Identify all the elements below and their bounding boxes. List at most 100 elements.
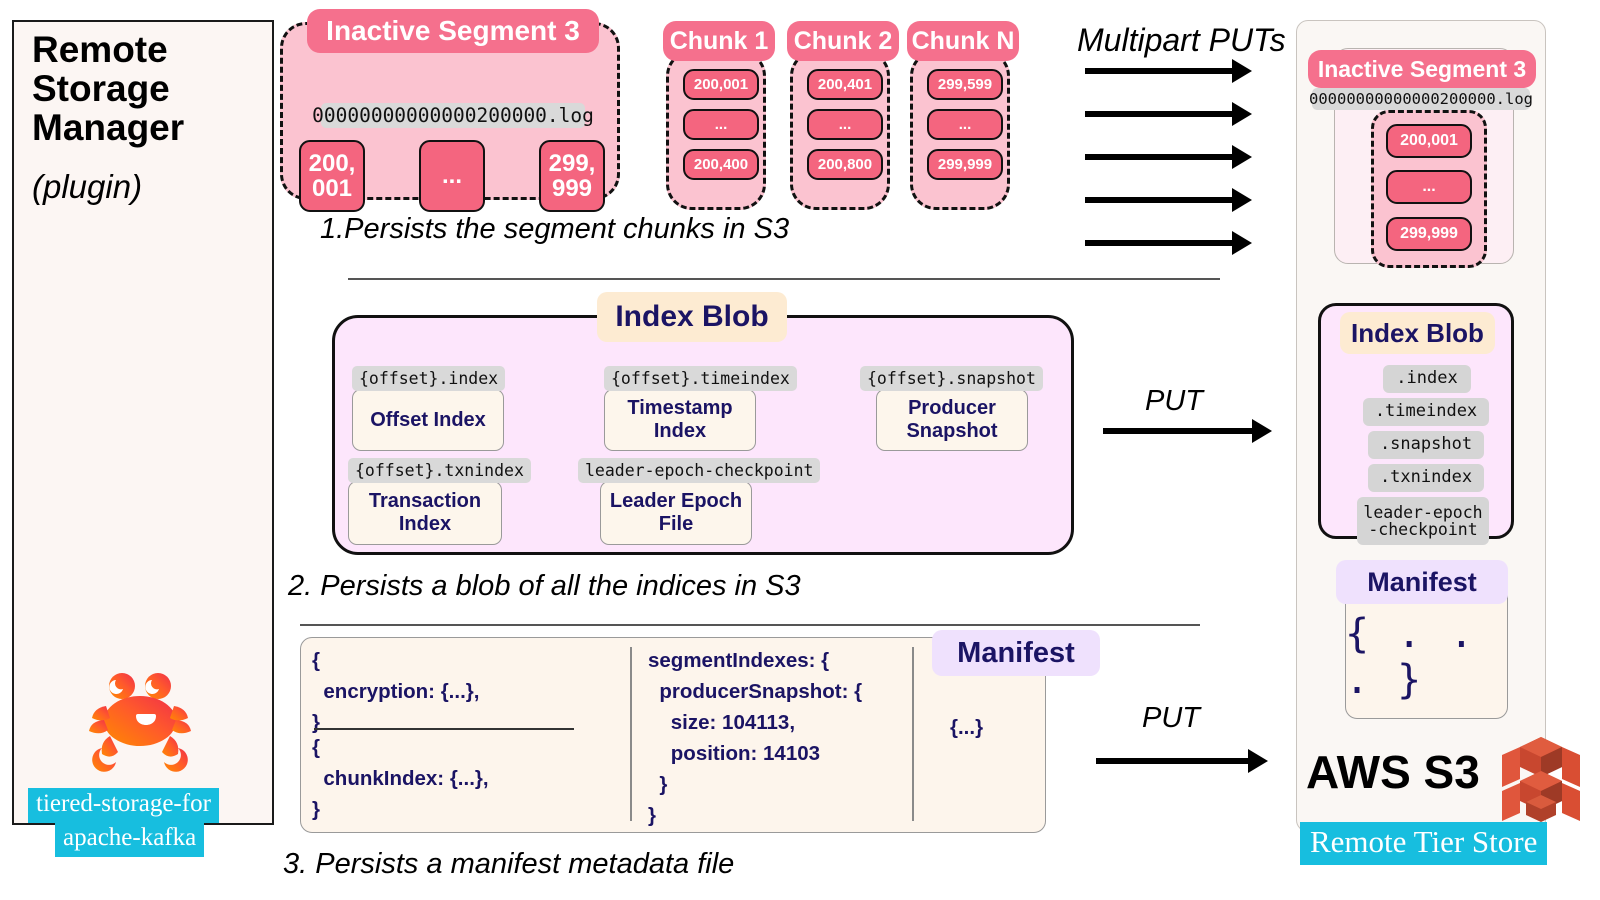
chunk-box-n: Chunk N 299,599 ... 299,999 [907, 21, 1019, 210]
offset-index-card: Offset Index [352, 389, 504, 451]
offset-last-line2: 999 [551, 175, 593, 202]
timestamp-index-label-l1: Timestamp [627, 397, 733, 419]
multipart-arrow-4-line [1085, 197, 1235, 203]
transaction-index-label-l2: Index [398, 513, 452, 535]
chunk-box-1: Chunk 1 200,001 ... 200,400 [663, 21, 775, 210]
aws-s3-label: AWS S3 [1306, 746, 1480, 798]
multipart-arrow-1-head [1232, 59, 1252, 83]
chunk-n-offset-first: 299,599 [927, 69, 1003, 100]
repo-tag-line-2: apache-kafka [55, 822, 205, 857]
segment-filename: 00000000000000200000.log [312, 103, 594, 128]
chunk-2-offset-ellipsis: ... [807, 109, 883, 140]
multipart-arrow-2-line [1085, 111, 1235, 117]
leader-epoch-label-l2: File [658, 513, 694, 535]
chunk-header-n: Chunk N [907, 21, 1019, 61]
repo-tag-line-1: tiered-storage-for [28, 788, 219, 823]
manifest-code-ellipsis: {...} [950, 716, 984, 739]
timestamp-index-card: Timestamp Index [604, 389, 756, 451]
put-arrow-index-head [1252, 419, 1272, 443]
remote-segment-offset-first: 200,001 [1386, 124, 1472, 158]
remote-manifest-body: { . . . } [1345, 611, 1476, 703]
chunk-box-2: Chunk 2 200,401 ... 200,800 [787, 21, 899, 210]
index-blob-title: Index Blob [597, 292, 787, 342]
remote-index-blob-title: Index Blob [1340, 312, 1495, 354]
index-item-leader-epoch-file: leader-epoch-checkpoint Leader Epoch Fil… [578, 458, 821, 545]
title-line-2: Storage [32, 68, 170, 110]
multipart-arrow-3-head [1232, 145, 1252, 169]
index-item-transaction-index: {offset}.txnindex Transaction Index [348, 458, 531, 545]
segment-offset-ellipsis: ... [419, 140, 485, 212]
chunk-1-offset-first: 200,001 [683, 69, 759, 100]
chunk-header-1: Chunk 1 [663, 21, 775, 61]
producer-snapshot-chip: {offset}.snapshot [860, 366, 1043, 391]
offset-index-label: Offset Index [370, 408, 486, 431]
segment-offset-last: 299, 999 [539, 140, 605, 212]
crab-icon [80, 668, 200, 773]
leader-epoch-card: Leader Epoch File [600, 481, 752, 545]
manifest-column-divider-1 [630, 647, 632, 821]
leader-epoch-chip: leader-epoch-checkpoint [578, 458, 821, 483]
manifest-box [300, 637, 1046, 833]
remote-chip-index: .index [1383, 365, 1471, 393]
remote-segment-offset-last: 299,999 [1386, 217, 1472, 251]
multipart-arrow-5-line [1085, 240, 1235, 246]
multipart-arrow-2-head [1232, 102, 1252, 126]
remote-manifest-box [1345, 586, 1508, 719]
producer-snapshot-label-l1: Producer [908, 397, 996, 419]
manifest-inner-divider [314, 728, 574, 730]
remote-chip-snapshot: .snapshot [1368, 431, 1484, 459]
offset-first-line2: 001 [311, 175, 353, 202]
remote-segment-filename: 00000000000000200000.log [1309, 88, 1533, 110]
title-line-3: Manager [32, 107, 185, 149]
offset-index-chip: {offset}.index [352, 366, 506, 391]
producer-snapshot-card: Producer Snapshot [876, 389, 1028, 451]
page-title: Remote Storage Manager [32, 30, 262, 148]
chunk-n-offset-last: 299,999 [927, 149, 1003, 180]
remote-chip-timeindex: .timeindex [1363, 398, 1489, 426]
manifest-code-block-1: { encryption: {...}, } [312, 649, 480, 734]
chunk-header-2: Chunk 2 [787, 21, 899, 61]
put-label-index: PUT [1145, 385, 1203, 417]
chunk-2-offset-first: 200,401 [807, 69, 883, 100]
transaction-index-label-l1: Transaction [368, 490, 482, 512]
chunk-1-offset-ellipsis: ... [683, 109, 759, 140]
remote-chip-leader-epoch-checkpoint: leader-epoch -checkpoint [1357, 497, 1489, 545]
producer-snapshot-label-l2: Snapshot [906, 420, 998, 442]
chunk-2-offset-last: 200,800 [807, 149, 883, 180]
timestamp-index-label-l2: Index [653, 420, 707, 442]
transaction-index-card: Transaction Index [348, 481, 502, 545]
segment-header: Inactive Segment 3 [307, 9, 599, 53]
remote-segment-header: Inactive Segment 3 [1308, 50, 1536, 88]
index-item-offset-index: {offset}.index Offset Index [352, 366, 506, 451]
caption-step-3: 3. Persists a manifest metadata file [283, 848, 735, 880]
manifest-column-divider-2 [912, 647, 914, 821]
plugin-subtitle: (plugin) [32, 168, 143, 205]
manifest-title: Manifest [932, 630, 1100, 676]
caption-step-1: 1.Persists the segment chunks in S3 [320, 213, 790, 245]
multipart-arrow-4-head [1232, 188, 1252, 212]
multipart-puts-label: Multipart PUTs [1077, 22, 1286, 58]
remote-tier-store-label: Remote Tier Store [1300, 822, 1548, 865]
multipart-arrow-5-head [1232, 231, 1252, 255]
index-item-producer-snapshot: {offset}.snapshot Producer Snapshot [860, 366, 1043, 451]
put-label-manifest: PUT [1142, 702, 1200, 734]
divider-1 [348, 278, 1220, 280]
chunk-n-offset-ellipsis: ... [927, 109, 1003, 140]
index-item-timestamp-index: {offset}.timeindex Timestamp Index [604, 366, 797, 451]
leader-epoch-label-l1: Leader Epoch [609, 490, 743, 512]
offset-first-line1: 200, [308, 149, 356, 177]
manifest-code-block-2: { chunkIndex: {...}, } [312, 736, 489, 821]
offset-last-line1: 299, [548, 149, 596, 177]
put-arrow-manifest-head [1248, 749, 1268, 773]
remote-manifest-title: Manifest [1336, 560, 1508, 604]
title-line-1: Remote [32, 29, 168, 70]
timestamp-index-chip: {offset}.timeindex [604, 366, 797, 391]
divider-2 [300, 624, 1200, 626]
inactive-segment-box: Inactive Segment 3 00000000000000200000.… [280, 9, 620, 212]
put-arrow-index-line [1103, 428, 1255, 434]
manifest-code-segment-indexes: segmentIndexes: { producerSnapshot: { si… [648, 649, 863, 827]
put-arrow-manifest-line [1096, 758, 1251, 764]
remote-chip-txnindex: .txnindex [1368, 464, 1484, 492]
segment-offset-first: 200, 001 [299, 140, 365, 212]
